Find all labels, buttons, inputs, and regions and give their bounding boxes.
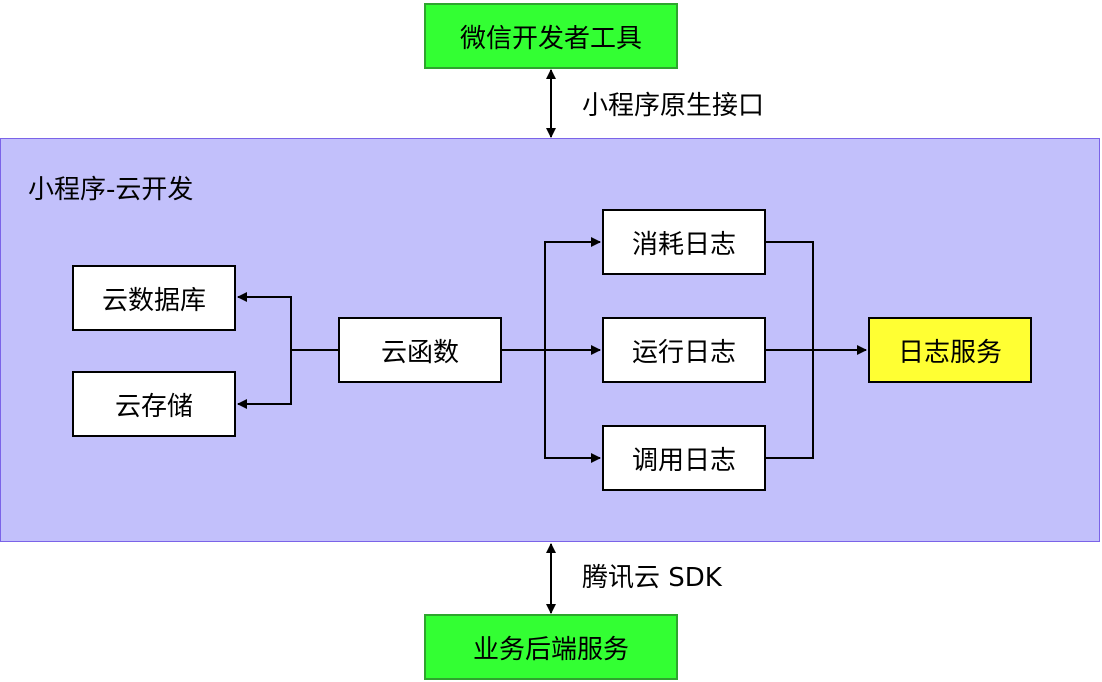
node-cloud-database[interactable]: 云数据库 [72,265,236,331]
node-runtime-log[interactable]: 运行日志 [602,317,766,383]
container-title: 小程序-云开发 [28,175,194,205]
edge-label-tencent-sdk: 腾讯云 SDK [582,563,722,593]
node-log-service[interactable]: 日志服务 [868,317,1032,383]
node-cloud-function[interactable]: 云函数 [338,317,502,383]
node-consumption-log[interactable]: 消耗日志 [602,209,766,275]
node-cloud-storage[interactable]: 云存储 [72,371,236,437]
node-business-backend[interactable]: 业务后端服务 [424,614,678,680]
edge-label-native-interface: 小程序原生接口 [582,91,765,121]
node-wechat-devtools[interactable]: 微信开发者工具 [424,3,678,69]
node-invocation-log[interactable]: 调用日志 [602,425,766,491]
